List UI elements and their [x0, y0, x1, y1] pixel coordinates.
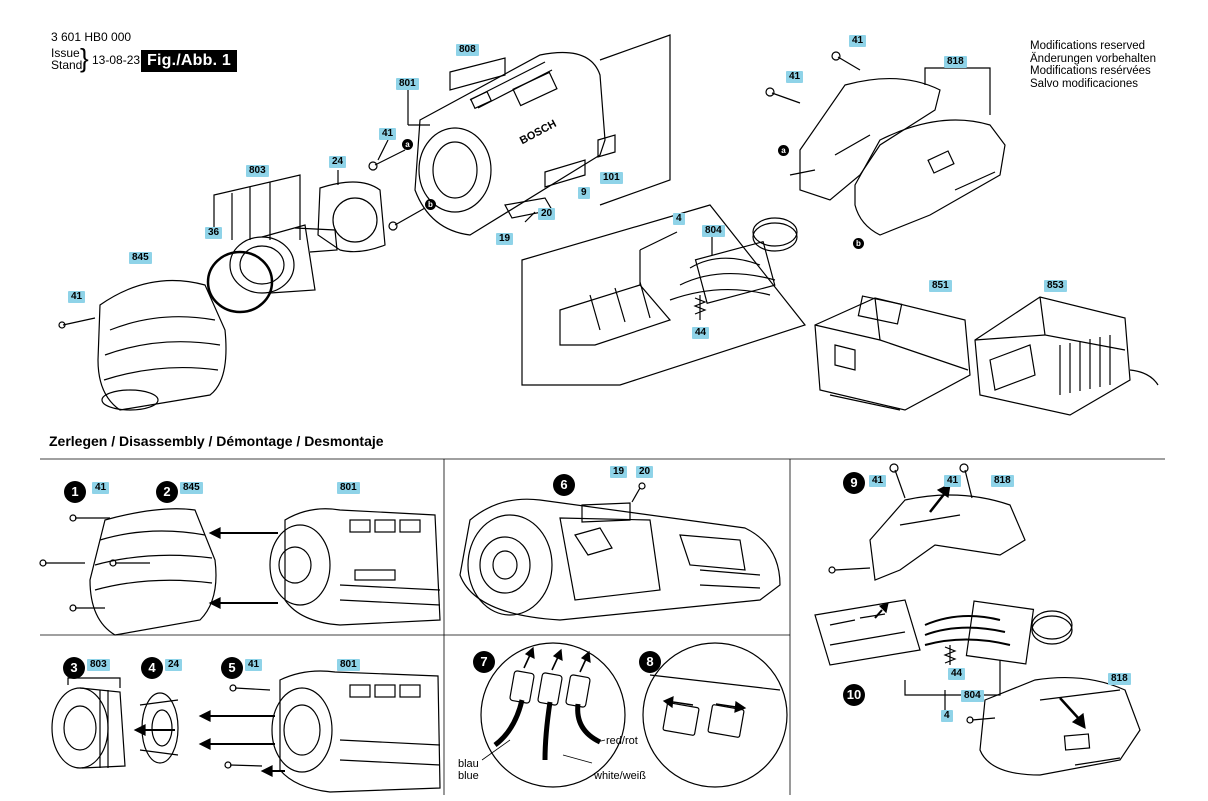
- step-label-818: 818: [1108, 673, 1131, 685]
- step-3-badge: 3: [63, 657, 85, 679]
- step-label-41: 41: [869, 475, 887, 487]
- issue-date: 13-08-23: [92, 53, 141, 67]
- part-label-808: 808: [456, 44, 479, 56]
- part-label-818: 818: [944, 56, 967, 68]
- step-5-badge: 5: [221, 657, 243, 679]
- step-label-845: 845: [180, 482, 203, 494]
- step-label-818: 818: [991, 475, 1014, 487]
- step-label-44: 44: [948, 668, 966, 680]
- wire-label-white: white/weiß: [594, 770, 646, 782]
- part-label-804: 804: [702, 225, 725, 237]
- wire-label-blue: blau blue: [458, 758, 479, 782]
- part-label-101: 101: [600, 172, 623, 184]
- step-1-badge: 1: [64, 481, 86, 503]
- step-label-801: 801: [337, 659, 360, 671]
- step-label-41: 41: [92, 482, 110, 494]
- part-label-41: 41: [786, 71, 804, 83]
- marker-b: b: [853, 238, 864, 249]
- brace-icon: }: [80, 43, 89, 73]
- marker-a: a: [402, 139, 413, 150]
- step-label-19: 19: [610, 466, 628, 478]
- part-label-845: 845: [129, 252, 152, 264]
- step-label-41: 41: [245, 659, 263, 671]
- step-label-4: 4: [941, 710, 953, 722]
- part-label-801: 801: [396, 78, 419, 90]
- step-7-badge: 7: [473, 651, 495, 673]
- step-label-41: 41: [944, 475, 962, 487]
- figure-tag: Fig./Abb. 1: [141, 50, 237, 72]
- marker-b: b: [425, 199, 436, 210]
- part-number: 3 601 HB0 000: [51, 30, 132, 44]
- step-label-801: 801: [337, 482, 360, 494]
- part-label-9: 9: [578, 187, 590, 199]
- step-label-24: 24: [165, 659, 183, 671]
- part-label-19: 19: [496, 233, 514, 245]
- part-label-36: 36: [205, 227, 223, 239]
- brand-logo: BOSCH: [518, 118, 559, 147]
- issue-label: Issue: [51, 46, 80, 60]
- step-label-804: 804: [961, 690, 984, 702]
- step-6-badge: 6: [553, 474, 575, 496]
- marker-a: a: [778, 145, 789, 156]
- section-title: Zerlegen / Disassembly / Démontage / Des…: [49, 433, 384, 449]
- part-label-853: 853: [1044, 280, 1067, 292]
- part-label-41: 41: [379, 128, 397, 140]
- part-label-24: 24: [329, 156, 347, 168]
- stand-label: Stand: [51, 58, 83, 72]
- modifications-notice: Modifications reserved Änderungen vorbeh…: [1030, 40, 1156, 90]
- modification-line: Modifications resérvées: [1030, 65, 1151, 77]
- step-10-badge: 10: [843, 684, 865, 706]
- step-label-20: 20: [636, 466, 654, 478]
- modification-line: Änderungen vorbehalten: [1030, 52, 1156, 65]
- part-label-851: 851: [929, 280, 952, 292]
- modification-line: Modifications reserved: [1030, 40, 1146, 52]
- modification-line: Salvo modificaciones: [1030, 77, 1139, 90]
- step-8-badge: 8: [639, 651, 661, 673]
- wire-label-red: red/rot: [606, 735, 638, 747]
- step-9-badge: 9: [843, 472, 865, 494]
- step-4-badge: 4: [141, 657, 163, 679]
- step-label-803: 803: [87, 659, 110, 671]
- part-label-41: 41: [68, 291, 86, 303]
- step-2-badge: 2: [156, 481, 178, 503]
- part-label-41: 41: [849, 35, 867, 47]
- part-label-803: 803: [246, 165, 269, 177]
- part-label-44: 44: [692, 327, 710, 339]
- part-label-4: 4: [673, 213, 685, 225]
- part-label-20: 20: [538, 208, 556, 220]
